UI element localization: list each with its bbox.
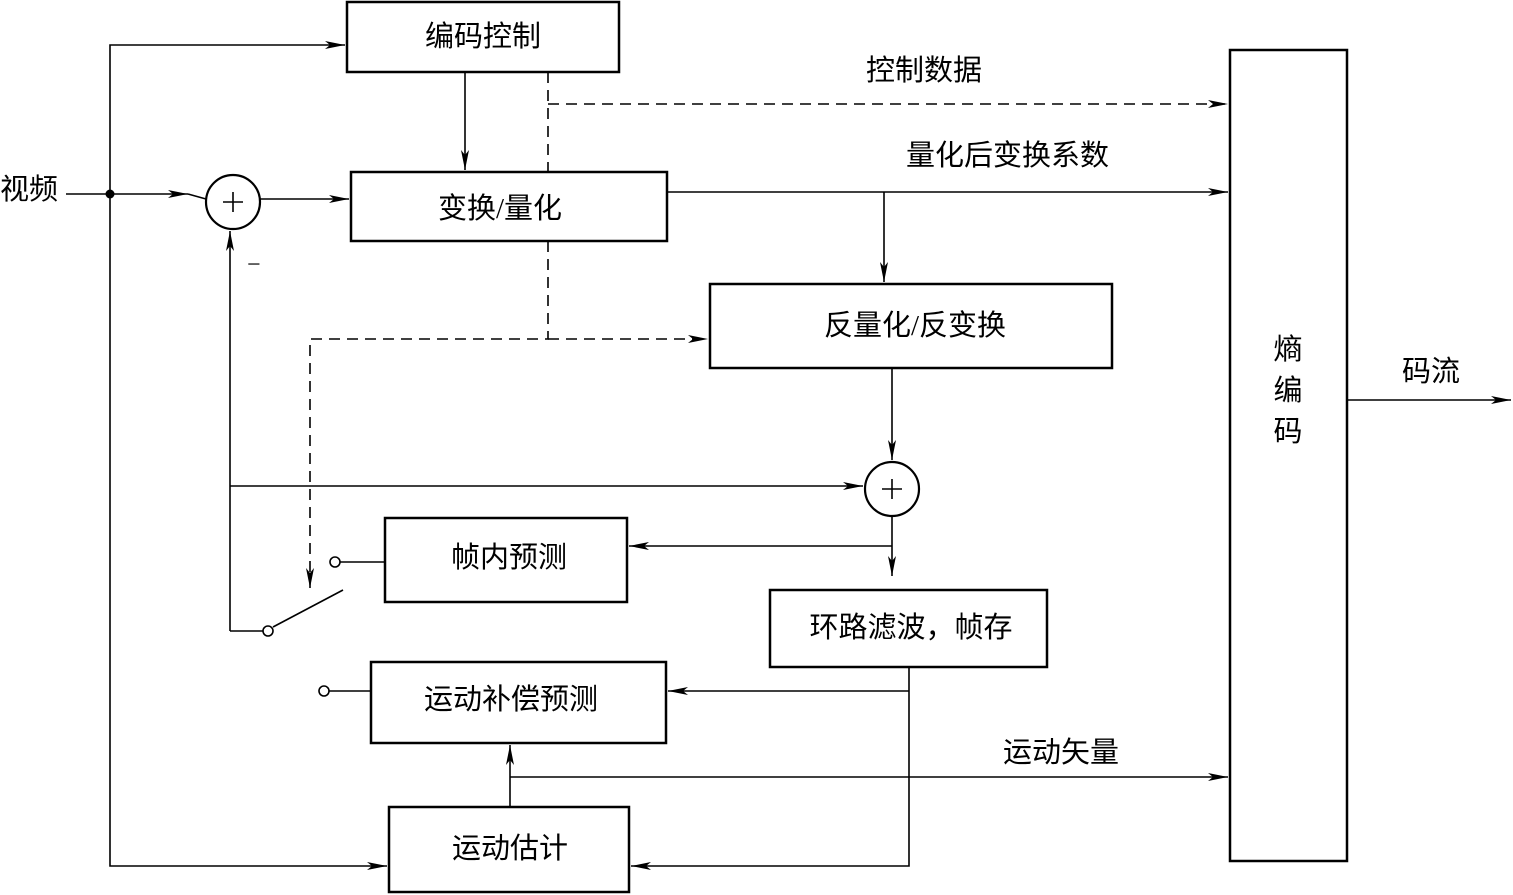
output-label: 码流 — [1402, 355, 1460, 388]
block-loop-filter-label: 环路滤波，帧存 — [809, 611, 1012, 644]
switch-pivot-port — [262, 625, 274, 637]
block-motion-comp: 运动补偿预测 — [369, 660, 668, 745]
block-intra-pred: 帧内预测 — [383, 516, 629, 604]
edge-label-control-data: 控制数据 — [866, 54, 982, 87]
entropy-char-1: 熵 — [1273, 333, 1302, 366]
block-intra-pred-label: 帧内预测 — [451, 541, 567, 574]
intra-pred-port — [329, 556, 341, 568]
summing-junction-input — [204, 173, 262, 231]
connections-solid — [66, 41, 1511, 870]
connections-dashed — [306, 72, 1228, 588]
minus-sign: − — [247, 252, 261, 278]
block-motion-est-label: 运动估计 — [452, 832, 568, 865]
block-motion-est: 运动估计 — [387, 805, 631, 894]
block-inverse-quant: 反量化/反变换 — [708, 282, 1114, 370]
input-label: 视频 — [0, 173, 58, 206]
block-loop-filter: 环路滤波，帧存 — [768, 588, 1049, 669]
summing-junction-recon — [863, 460, 921, 518]
entropy-char-2: 编 — [1273, 374, 1302, 407]
entropy-char-3: 码 — [1273, 416, 1302, 448]
edge-label-motion-vectors: 运动矢量 — [1003, 736, 1119, 769]
motion-comp-port — [318, 685, 330, 697]
block-coding-control: 编码控制 — [345, 0, 621, 74]
block-inverse-quant-label: 反量化/反变换 — [824, 309, 1006, 342]
edge-label-quantized-coeffs: 量化后变换系数 — [906, 139, 1109, 172]
block-transform-quant-label: 变换/量化 — [438, 192, 562, 225]
block-transform-quant: 变换/量化 — [349, 170, 669, 243]
block-motion-comp-label: 运动补偿预测 — [424, 683, 598, 716]
block-entropy-coding: 熵 编 码 — [1228, 48, 1349, 863]
block-coding-control-label: 编码控制 — [425, 20, 541, 53]
